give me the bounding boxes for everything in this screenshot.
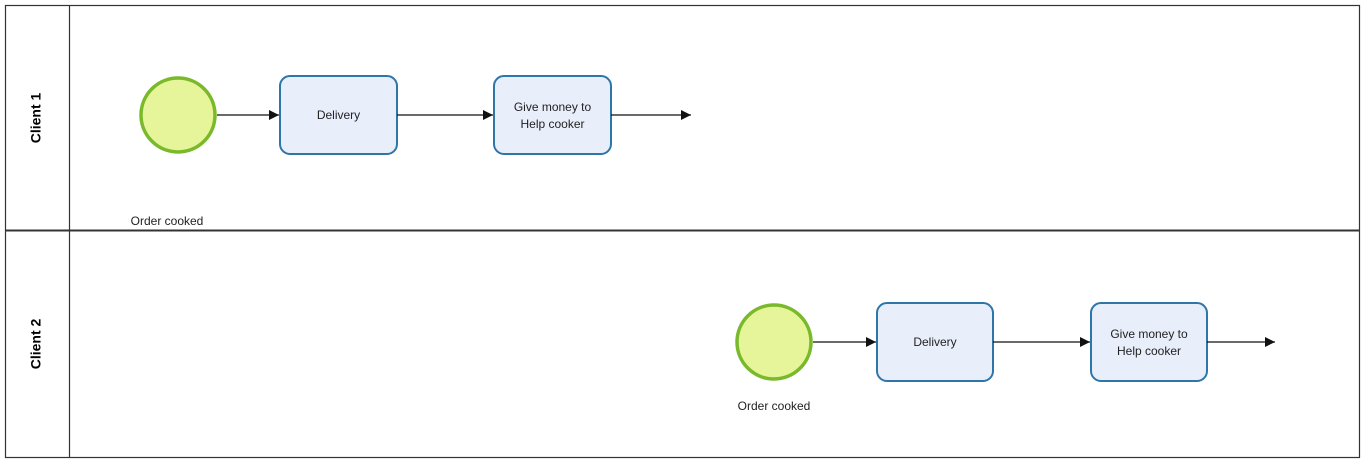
task-delivery[interactable]: Delivery xyxy=(876,302,994,382)
task-label-line-2: Help cooker xyxy=(520,117,584,131)
lane-title: Client 1 xyxy=(28,93,44,144)
start-event[interactable] xyxy=(735,303,813,381)
start-event-label: Order cooked xyxy=(738,399,811,413)
start-event-label: Order cooked xyxy=(131,214,204,228)
lane-client-1[interactable]: Client 1 Order cooked Delivery Give mone… xyxy=(28,75,691,228)
task-label-line-1: Give money to xyxy=(514,100,592,114)
lane-title: Client 2 xyxy=(28,319,44,370)
task-give-money[interactable]: Give money to Help cooker xyxy=(1090,302,1208,382)
task-label-line-1: Give money to xyxy=(1110,327,1188,341)
lane-client-2[interactable]: Client 2 Order cooked Delivery Give mone… xyxy=(28,302,1275,413)
task-label: Delivery xyxy=(317,108,360,122)
task-give-money[interactable]: Give money to Help cooker xyxy=(493,75,612,155)
task-delivery[interactable]: Delivery xyxy=(279,75,398,155)
start-event[interactable] xyxy=(139,76,217,154)
task-label-line-2: Help cooker xyxy=(1117,344,1181,358)
task-label: Delivery xyxy=(913,335,956,349)
